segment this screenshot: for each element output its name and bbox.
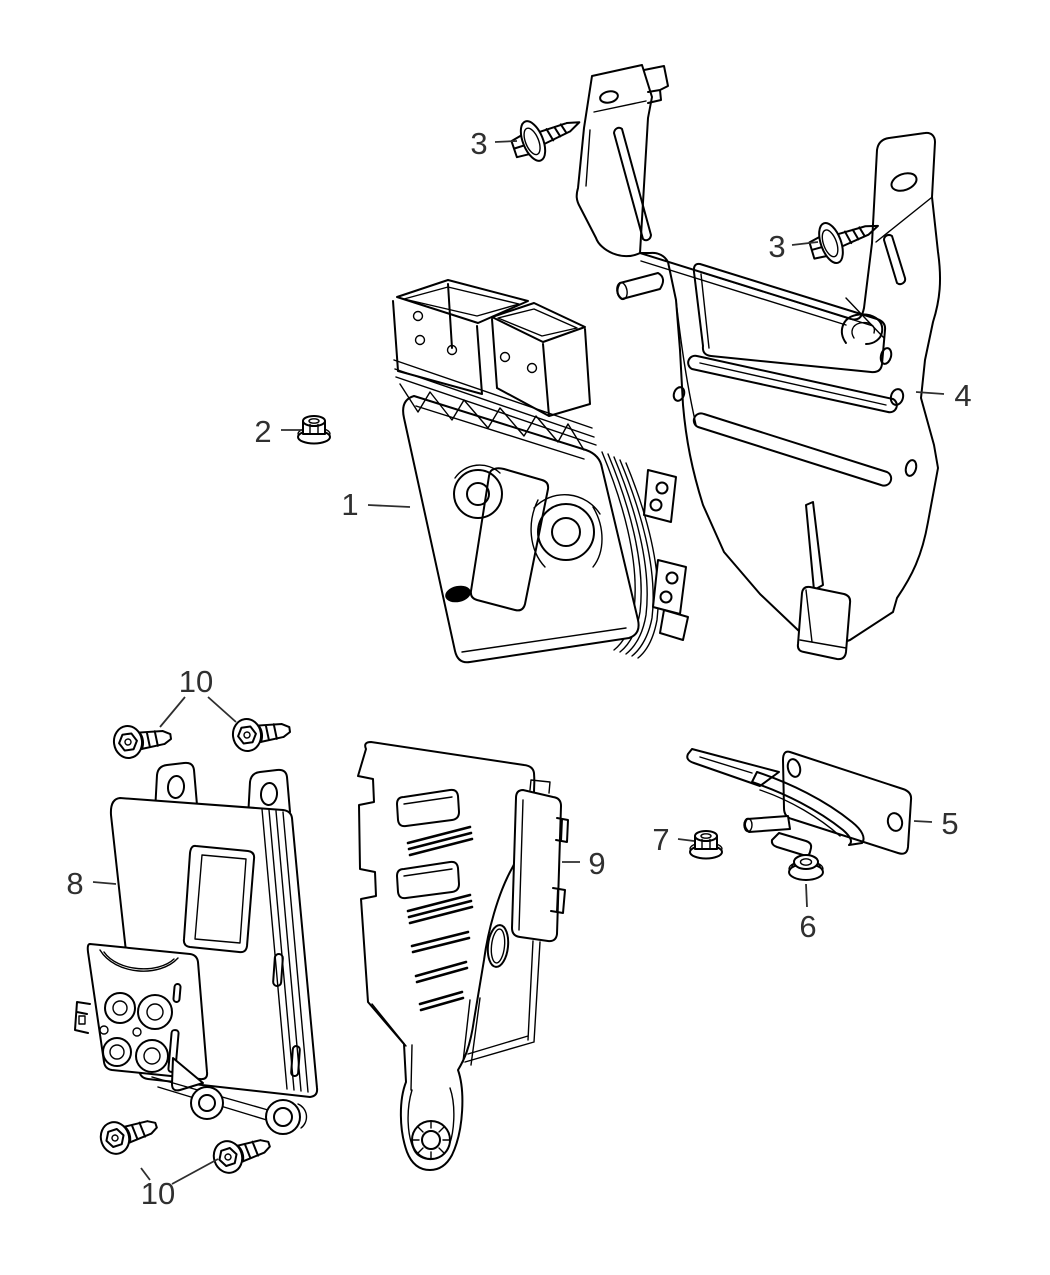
screw-10-upper-left <box>110 719 174 761</box>
callout-labels: 1 2 3 3 4 5 6 7 8 9 10 10 <box>66 126 971 1211</box>
upper-mounting-bracket <box>575 64 942 661</box>
nut-7 <box>689 830 723 860</box>
callout-2-label: 2 <box>254 414 271 449</box>
screw-10-lower-left <box>95 1108 162 1159</box>
callout-3-right-label: 3 <box>768 229 785 264</box>
callout-6-label: 6 <box>799 909 816 944</box>
bracket-pin <box>616 272 664 301</box>
callout-5-label: 5 <box>941 806 958 841</box>
small-bracket <box>686 748 913 857</box>
engine-control-module <box>392 279 689 664</box>
connector-shroud-right <box>491 302 591 417</box>
callout-leader-lines <box>92 140 945 1185</box>
callout-7-label: 7 <box>652 822 669 857</box>
callout-3-upper-label: 3 <box>470 126 487 161</box>
callout-8-label: 8 <box>66 866 83 901</box>
screw-10-upper-right <box>229 712 293 754</box>
screw-3-upper <box>504 101 589 170</box>
callout-9-label: 9 <box>588 846 605 881</box>
callout-4-label: 4 <box>954 378 971 413</box>
nut-6 <box>788 854 824 881</box>
nut-2 <box>297 415 331 445</box>
screw-10-lower-right <box>208 1127 275 1178</box>
lower-left-module <box>74 761 319 1135</box>
callout-10-lower-label: 10 <box>141 1176 175 1211</box>
ribbed-bracket-module <box>357 741 569 1171</box>
callout-10-upper-label: 10 <box>179 664 213 699</box>
callout-1-label: 1 <box>341 487 358 522</box>
connector-shroud-left <box>392 279 529 395</box>
